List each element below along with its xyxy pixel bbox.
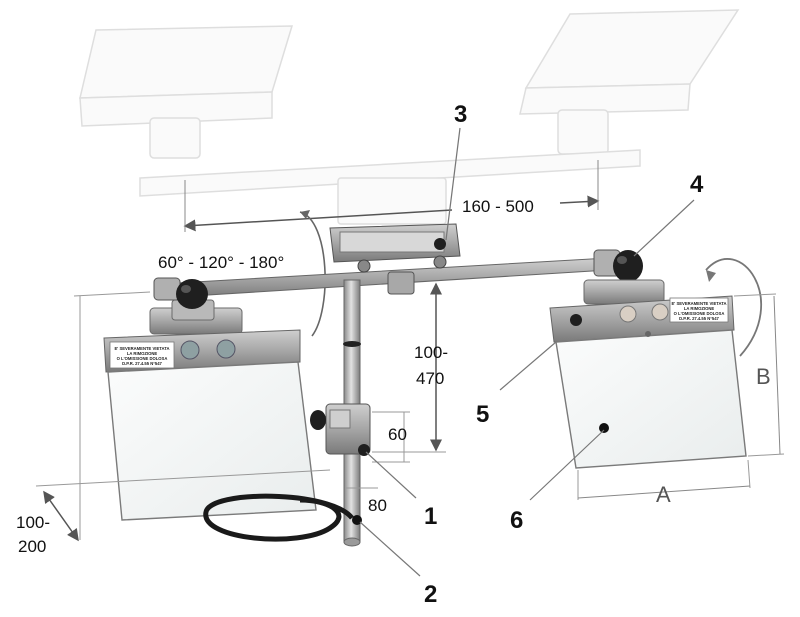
right-screen-assembly: E' SEVERAMENTE VIETATA LA RIMOZIONE O L'… <box>549 249 747 469</box>
width-range-dimension: 160 - 500 <box>183 160 600 232</box>
left-warning-line4: D.P.R. 27.4.55 N°547 <box>122 361 162 366</box>
tilt-arrow-head <box>706 270 716 282</box>
callout-6: 6 <box>510 507 523 534</box>
callout-2: 2 <box>424 581 437 608</box>
screen-height-label: B <box>756 364 771 389</box>
rotation-label: 60° - 120° - 180° <box>158 253 284 272</box>
tilt-arrow <box>705 258 762 357</box>
height-range-top: 100- <box>414 343 448 362</box>
screen-dimensions: B A <box>577 293 785 507</box>
height-range-dimension: 100- 470 <box>372 282 448 453</box>
right-warning-line4: D.P.R. 27.4.55 N°547 <box>679 316 719 321</box>
center-slider-block <box>329 223 461 295</box>
left-screen-assembly: E' SEVERAMENTE VIETATA LA RIMOZIONE O L'… <box>103 299 317 521</box>
width-range-label: 160 - 500 <box>462 197 534 216</box>
right-warning-line3: O L'OMISSIONE DOLOSA <box>674 311 725 316</box>
rotation-indicator: 60° - 120° - 180° <box>158 210 326 337</box>
left-warning-line2: LA RIMOZIONE <box>127 351 158 356</box>
depth-range-dimension: 100- 200 <box>16 291 331 556</box>
clamp-dimensions: 60 80 <box>346 411 410 515</box>
depth-range-bottom: 200 <box>18 537 46 556</box>
depth-range-top: 100- <box>16 513 50 532</box>
callout-5: 5 <box>476 401 489 428</box>
ghost-configuration <box>79 9 740 225</box>
height-range-bottom: 470 <box>416 369 444 388</box>
cable <box>203 493 354 542</box>
left-warning-line1: E' SEVERAMENTE VIETATA <box>115 346 170 351</box>
right-warning-line2: LA RIMOZIONE <box>684 306 715 311</box>
callout-leaders <box>359 127 695 577</box>
screen-width-label: A <box>656 482 671 507</box>
callout-3: 3 <box>454 101 467 128</box>
right-warning-line1: E' SEVERAMENTE VIETATA <box>672 301 727 306</box>
clamp-height-label: 60 <box>388 425 407 444</box>
table-clamp <box>310 403 371 456</box>
left-warning-line3: O L'OMISSIONE DOLOSA <box>117 356 168 361</box>
clamp-depth-label: 80 <box>368 496 387 515</box>
callout-4: 4 <box>690 171 704 198</box>
callout-1: 1 <box>424 503 437 530</box>
